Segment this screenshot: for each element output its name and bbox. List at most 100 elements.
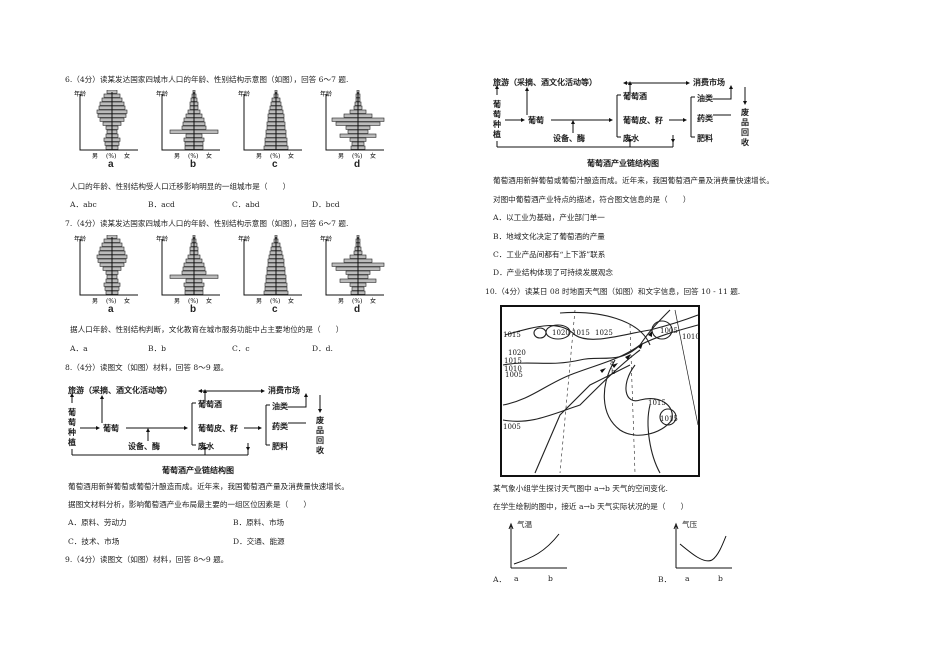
q8-option-b[interactable]: B．原料、市场 bbox=[233, 518, 285, 527]
flow-skin-seed: 葡萄皮、籽 bbox=[198, 423, 238, 433]
q8-option-d[interactable]: D．交通、能源 bbox=[233, 537, 285, 546]
flow-grape: 葡萄 bbox=[528, 115, 544, 125]
map-label: 1010 bbox=[504, 365, 522, 373]
q9-stem: 9.（4分）读图文（如图）材料，回答 8～9 题。 bbox=[65, 555, 229, 564]
flow-waste-recycling-char: 品 bbox=[316, 425, 324, 435]
q8-option-c[interactable]: C．技术、市场 bbox=[68, 537, 120, 546]
flow-waste-recycling-char: 回 bbox=[741, 127, 749, 137]
axis-y-label: 年龄 bbox=[238, 90, 250, 98]
q9-option-a[interactable]: A．以工业为基础，产业部门单一 bbox=[493, 213, 605, 222]
flow-skin-seed: 葡萄皮、籽 bbox=[623, 115, 663, 125]
pressure-curve-chart bbox=[673, 522, 732, 569]
q8-figure-caption: 葡萄酒产业链结构图 bbox=[162, 465, 234, 475]
axis-x-label: 男 bbox=[256, 153, 262, 160]
flow-tourism: 旅游（采摘、酒文化活动等） bbox=[493, 77, 597, 87]
wine-industry-chain-diagram: 旅游（采摘、酒文化活动等）消费市场葡萄设备、酶葡萄酒葡萄皮、籽废水油类药类肥料葡… bbox=[493, 75, 793, 153]
flow-waste-recycling-char: 收 bbox=[741, 137, 749, 147]
flow-grape-planting-char: 种 bbox=[68, 427, 76, 437]
q10-option-a[interactable]: A． 气温 a b bbox=[493, 520, 573, 590]
q6-stem: 6.（4分）读某发达国家四城市人口的年龄、性别结构示意图（如图），回答 6～7 … bbox=[65, 75, 349, 84]
flow-grape-planting-char: 萄 bbox=[68, 417, 76, 427]
flow-grape-planting-char: 葡 bbox=[493, 99, 501, 109]
flow-waste-recycling-char: 废 bbox=[741, 107, 749, 117]
figure-label-c: c bbox=[272, 159, 278, 170]
axis-x-label: (%) bbox=[188, 298, 198, 305]
flow-waste-recycling-char: 收 bbox=[316, 445, 324, 455]
flow-equipment-enzyme: 设备、酶 bbox=[128, 441, 160, 451]
axis-x-label: 男 bbox=[338, 298, 344, 305]
q7-option-d[interactable]: D．d. bbox=[312, 344, 333, 353]
flow-grape: 葡萄 bbox=[103, 423, 119, 433]
map-label: a bbox=[610, 359, 614, 367]
q7-option-c[interactable]: C．c bbox=[232, 344, 250, 353]
map-label: 1015 bbox=[503, 331, 521, 339]
axis-x-label: (%) bbox=[106, 153, 116, 160]
q9-question: 对图中葡萄酒产业特点的描述，符合图文信息的是（ ） bbox=[493, 195, 691, 204]
q10-option-b[interactable]: B． 气压 a b bbox=[658, 520, 738, 590]
axis-x-label: 男 bbox=[256, 298, 262, 305]
flow-wine: 葡萄酒 bbox=[198, 399, 222, 409]
flow-equipment-enzyme: 设备、酶 bbox=[553, 133, 585, 143]
flow-arrows bbox=[495, 81, 747, 148]
q8-stem: 8.（4分）读图文（如图）材料，回答 8～9 题。 bbox=[65, 363, 229, 372]
option-a-x-a: a bbox=[514, 574, 519, 583]
axis-x-label: 女 bbox=[206, 152, 212, 160]
q7-option-b[interactable]: B．b bbox=[148, 344, 167, 353]
figure-label-d: d bbox=[354, 304, 361, 315]
figure-label-b: b bbox=[190, 159, 197, 170]
axis-x-label: 女 bbox=[288, 297, 294, 305]
flow-grape-planting-char: 植 bbox=[68, 437, 76, 447]
axis-y-label: 年龄 bbox=[74, 90, 86, 98]
q8-material-text: 葡萄酒用新鲜葡萄或葡萄汁酿造而成。近年来，我国葡萄酒产量及消费量快速增长。 bbox=[68, 482, 349, 491]
option-a-x-b: b bbox=[548, 574, 553, 583]
axis-x-label: 男 bbox=[174, 153, 180, 160]
q6-option-b[interactable]: B．acd bbox=[148, 200, 175, 209]
axis-x-label: 女 bbox=[370, 297, 376, 305]
q10-text: 某气象小组学生探讨天气图中 a→b 天气的空间变化. bbox=[493, 484, 668, 493]
q9-option-b[interactable]: B．地域文化决定了葡萄酒的产量 bbox=[493, 232, 605, 241]
axis-x-label: 女 bbox=[370, 152, 376, 160]
option-a-letter: A． bbox=[493, 575, 507, 584]
option-b-letter: B． bbox=[658, 575, 672, 584]
flow-consumer-market: 消费市场 bbox=[268, 385, 300, 395]
q6-option-d[interactable]: D．bcd bbox=[312, 200, 340, 209]
q7-option-a[interactable]: A．a bbox=[70, 344, 88, 353]
figure-label-b: b bbox=[190, 304, 197, 315]
q10-stem: 10.（4分）读某日 08 时地面天气图（如图）和文字信息，回答 10 - 11… bbox=[485, 287, 741, 296]
q7-stem: 7.（4分）读某发达国家四城市人口的年龄、性别结构示意图（如图），回答 6～7 … bbox=[65, 219, 349, 228]
wine-industry-chain-diagram: 旅游（采摘、酒文化活动等）消费市场葡萄设备、酶葡萄酒葡萄皮、籽废水油类药类肥料葡… bbox=[68, 383, 368, 461]
q6-option-c[interactable]: C．abd bbox=[232, 200, 260, 209]
flow-medicine: 药类 bbox=[697, 113, 713, 123]
pyramid-c: 年龄男(%)女 bbox=[238, 235, 302, 305]
q9-option-d[interactable]: D．产业结构体现了可持续发展观念 bbox=[493, 268, 613, 277]
flow-oil: 油类 bbox=[697, 93, 713, 103]
flow-waste-recycling-char: 废 bbox=[316, 415, 324, 425]
axis-y-label: 年龄 bbox=[320, 90, 332, 98]
q8-option-a[interactable]: A．原料、劳动力 bbox=[68, 518, 127, 527]
axis-x-label: 女 bbox=[124, 152, 130, 160]
map-label: 1015 bbox=[504, 357, 522, 365]
q6-option-a[interactable]: A．abc bbox=[70, 200, 97, 209]
q9-option-c[interactable]: C．工业产品间都有“上下游”联系 bbox=[493, 250, 606, 259]
flow-grape-planting-char: 种 bbox=[493, 119, 501, 129]
flow-oil: 油类 bbox=[272, 401, 288, 411]
figure-label-d: d bbox=[354, 159, 361, 170]
pyramid-a: 年龄男(%)女 bbox=[74, 235, 138, 305]
pyramid-d: 年龄男(%)女 bbox=[320, 235, 385, 305]
q9-figure-caption: 葡萄酒产业链结构图 bbox=[587, 158, 659, 168]
option-b-x-b: b bbox=[718, 574, 723, 583]
flow-tourism: 旅游（采摘、酒文化活动等） bbox=[68, 385, 172, 395]
pyramid-a: 年龄男(%)女 bbox=[74, 90, 138, 160]
figure-label-c: c bbox=[272, 304, 278, 315]
axis-x-label: (%) bbox=[270, 153, 280, 160]
flow-grape-planting-char: 植 bbox=[493, 129, 501, 139]
flow-medicine: 药类 bbox=[272, 421, 288, 431]
map-label: 1010 bbox=[682, 333, 700, 341]
flow-grape-planting-char: 葡 bbox=[68, 407, 76, 417]
option-a-ylabel: 气温 bbox=[517, 520, 533, 529]
flow-waste-water: 废水 bbox=[198, 441, 214, 451]
q7-question: 据人口年龄、性别结构判断，文化教育在城市服务功能中占主要地位的是（ ） bbox=[70, 325, 344, 334]
map-label: 1005 bbox=[660, 327, 678, 335]
